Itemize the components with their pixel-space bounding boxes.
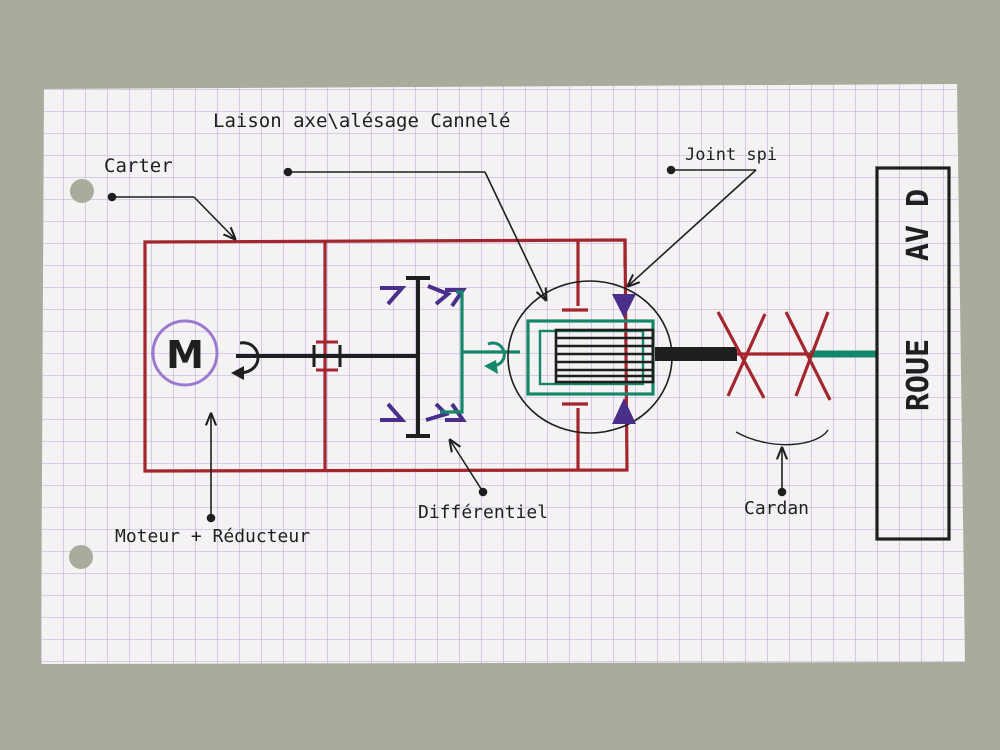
- cardan-shaft: [655, 311, 878, 446]
- label-differentiel: Différentiel: [418, 502, 548, 523]
- wheel-label-avd: AV D: [901, 189, 936, 261]
- motor-circle: [151, 319, 219, 387]
- motor-letter: M: [166, 333, 204, 377]
- label-cardan: Cardan: [744, 498, 809, 519]
- label-moteur-reducteur: Moteur + Réducteur: [115, 526, 310, 547]
- spline-lines: [554, 328, 655, 384]
- input-shaft: [236, 340, 418, 372]
- differential: [380, 276, 520, 438]
- joint-spi-seal-top: [612, 294, 636, 318]
- punch-hole-bottom: [69, 545, 93, 569]
- wheel-box: ROUE AV D: [875, 166, 951, 541]
- annotation-texts: Carter Laison axe\alésage Cannelé Joint …: [104, 110, 809, 547]
- label-liaison: Laison axe\alésage Cannelé: [213, 110, 510, 132]
- annotations: [107, 165, 786, 523]
- label-carter: Carter: [104, 155, 173, 177]
- paper-card: [41, 84, 965, 664]
- label-joint-spi: Joint spi: [685, 145, 777, 165]
- green-rotation-arrow-icon: [487, 341, 506, 368]
- cardan-joint-1: [716, 311, 767, 399]
- punch-hole-top: [70, 179, 94, 203]
- carter-housing: [143, 238, 629, 473]
- wheel-label-roue: ROUE: [901, 339, 936, 411]
- cardan-joint-2: [784, 311, 832, 401]
- joint-spi-seal-bottom: [612, 398, 636, 424]
